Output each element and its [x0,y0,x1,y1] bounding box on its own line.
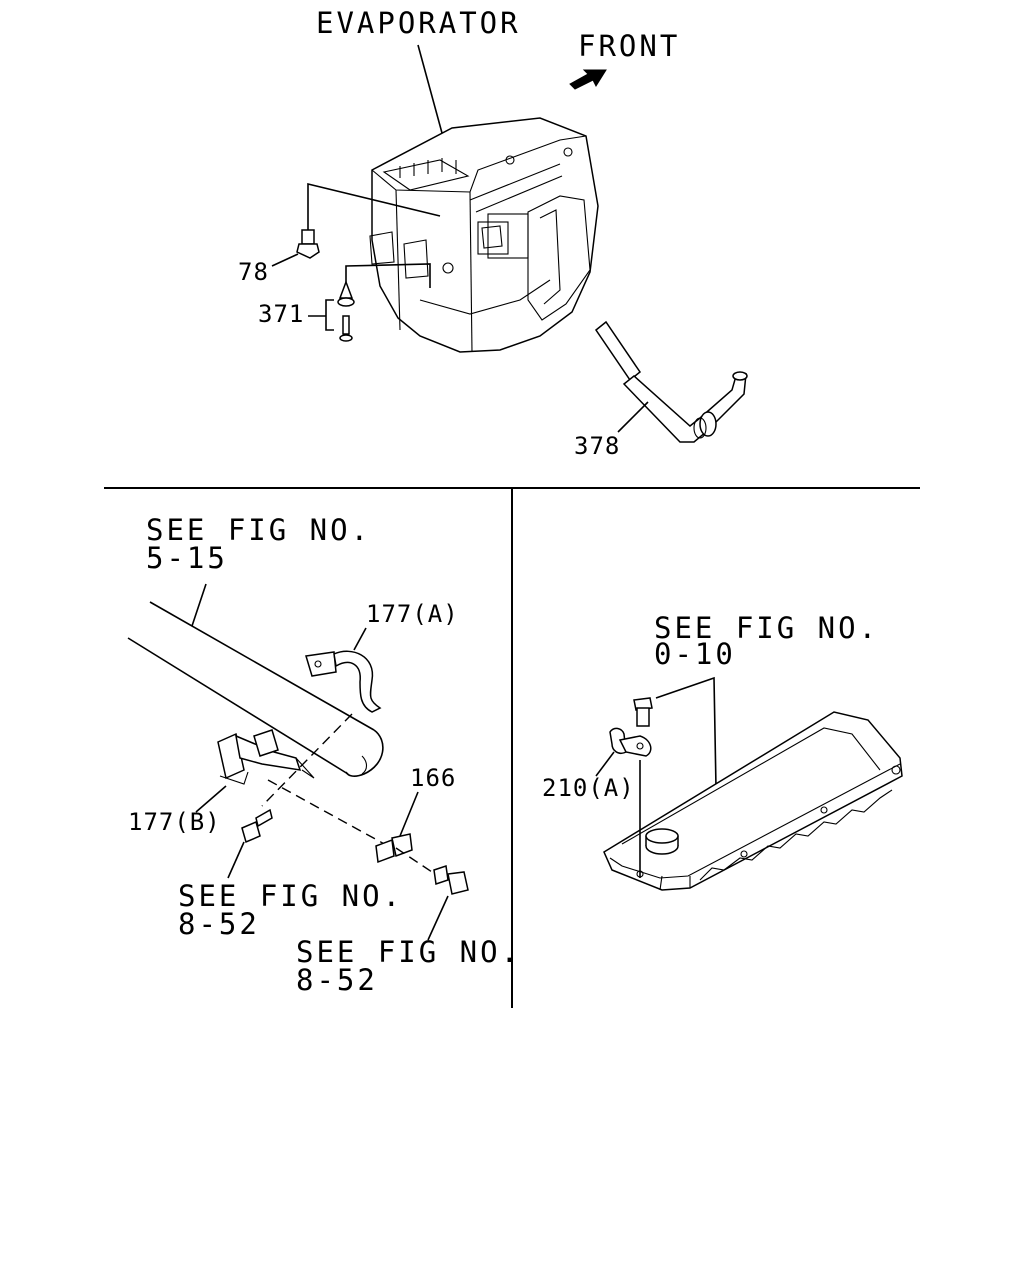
clip-371b [339,315,353,342]
p166-leader [399,791,419,837]
fig-8-52-number-2: 8-52 [296,963,378,997]
bolt-left [241,808,273,844]
p210a-leader [595,751,615,777]
assembly-line-1 [261,713,353,807]
bolt-right-leader [427,895,449,941]
p177b-leader [195,785,227,813]
clamp-177a [305,650,382,713]
part-166-label: 166 [410,764,456,792]
evaporator-leader [417,44,443,134]
fig-0-10-number: 0-10 [654,637,736,671]
bolt-78 [296,229,320,259]
bolt-78-leader [307,182,441,232]
clamp-177b [217,729,315,785]
part-78-label: 78 [238,258,269,286]
hose-378 [594,320,748,443]
bracket-166 [375,833,413,864]
bracket-210a [609,727,652,757]
part-210a-label: 210(A) [542,774,635,802]
p177a-leader [353,627,367,651]
see-fig-0-10-label: SEE FIG NO. [654,611,879,645]
bolt-0-10 [633,697,653,727]
part-177b-label: 177(B) [128,808,221,836]
see-fig-5-15-label: SEE FIG NO. [146,513,371,547]
front-arrow-icon [569,69,607,90]
evaporator-unit [369,117,599,353]
fig-8-52-number-1: 8-52 [178,907,260,941]
see-fig-8-52-label-1: SEE FIG NO. [178,879,403,913]
bolt-left-leader [227,841,245,879]
see-fig-8-52-label-2: SEE FIG NO. [296,935,521,969]
front-label: FRONT [578,29,680,63]
assembly-line-2 [267,779,389,847]
cylinder-head-cover [603,711,903,891]
bolt-right [433,865,469,895]
p371-bracket [308,299,334,331]
part-371-label: 371 [258,300,304,328]
clip-371-leader [345,263,431,288]
fig-5-15-leader [191,583,207,627]
evaporator-label: EVAPORATOR [316,6,521,40]
p378-leader [617,401,649,433]
assembly-line-3 [395,847,439,877]
part-378-label: 378 [574,432,620,460]
pipe [127,601,384,777]
fig-0-10-leader [655,676,717,789]
fig-5-15-number: 5-15 [146,541,228,575]
p78-leader [271,253,299,267]
clip-371a [337,279,355,307]
part-177a-label: 177(A) [366,600,459,628]
